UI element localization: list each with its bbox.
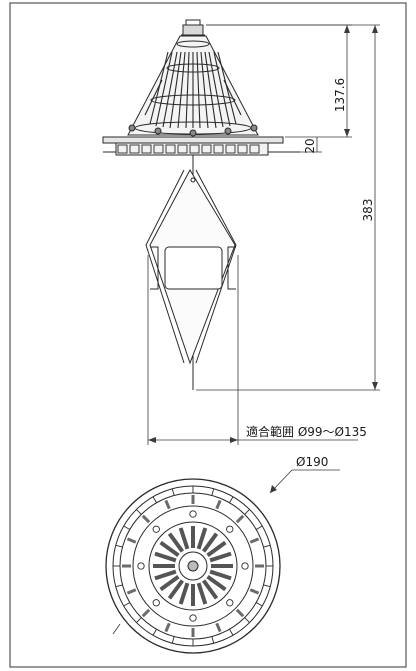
bolt-head [152,525,160,533]
rim-segment [123,525,131,530]
bolt-head [226,599,234,607]
strainer-slot [159,540,180,558]
dimension-lines [147,24,380,445]
strainer-slot [154,551,177,563]
strainer-slot [167,579,185,600]
strainer-slot [154,569,177,581]
flange-slot [141,514,151,524]
flange-slot [126,588,137,595]
strainer-slot [196,582,208,605]
strainer-slot [196,527,208,550]
drawing-border [9,2,407,668]
rim-segment [136,509,142,515]
rim-segment [255,525,263,530]
dim-outer-diameter: Ø190 [296,455,328,469]
rim-segment [152,628,157,636]
strainer-slot [167,532,185,553]
dim-cone-height: 137.6 [333,78,347,112]
rim-segment [229,496,234,504]
rim-segment [255,602,263,607]
bolt-head [189,614,197,622]
strainer-side-view [102,19,300,390]
diameter-leader-arrow [270,485,277,493]
rim-segment [211,488,215,496]
flange-slot [235,608,245,618]
strainer-slot [178,527,190,550]
flange-slot [235,514,245,524]
plan-view-details [113,486,273,646]
bolt-head [152,599,160,607]
strainer-slot [209,569,232,581]
rim-segment [244,617,250,623]
flange-slot [141,608,151,618]
dim-total-height: 383 [361,199,375,222]
flange-slot [164,622,171,633]
bolt-head [241,562,249,570]
rim-segment [229,628,234,636]
flange-slot [164,499,171,510]
dim-fit-range: 適合範囲 Ø99～Ø135 [246,424,367,439]
rim-segment [263,544,271,548]
diameter-leader [112,469,340,635]
strainer-slot [206,540,227,558]
rim-segment [136,617,142,623]
rim-segment [171,636,175,644]
flange-slot [249,588,260,595]
strainer-slot [209,551,232,563]
rim-segment [211,636,215,644]
flange-slot [126,537,137,544]
rim-segment [171,488,175,496]
rim-segment [115,584,123,588]
rim-segment [244,509,250,515]
bolt-head [226,525,234,533]
strainer-slot [201,532,219,553]
rim-segment [115,544,123,548]
strainer-slot [178,582,190,605]
strainer-plan-view [105,478,281,654]
bolt-head [189,510,197,518]
strainer-slot [159,574,180,592]
bolt-head [137,562,145,570]
flange-slot [215,622,222,633]
dimension-arrows [148,25,378,443]
rim-segment [123,602,131,607]
fitting-side-view [145,168,237,365]
flange-slot [215,499,222,510]
rim-segment [263,584,271,588]
strainer-slot [206,574,227,592]
flange-slot [249,537,260,544]
dim-flange-thickness: 20 [303,138,317,153]
rim-segment [152,496,157,504]
strainer-slot [201,579,219,600]
